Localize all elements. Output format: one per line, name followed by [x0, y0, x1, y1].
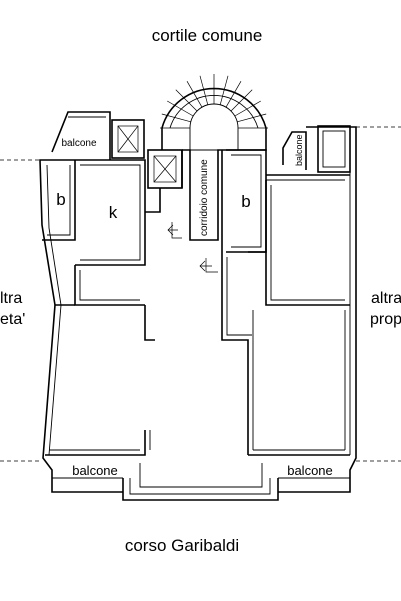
left-property-label-2: eta' [0, 311, 25, 328]
street-label: corso Garibaldi [125, 536, 239, 555]
shaft-center [147, 149, 183, 189]
stair-tread [230, 89, 253, 112]
kitchen-label: k [109, 203, 118, 222]
balcony-bottom-left-label: balcone [72, 463, 118, 478]
right-property-label-1: altra [371, 290, 401, 307]
stair-tread [167, 100, 194, 117]
bathroom-left-label: b [56, 190, 65, 209]
bathroom-right-label: b [241, 192, 250, 211]
stair-tread [199, 75, 209, 105]
stair-tread [237, 113, 267, 123]
stair-tread [186, 81, 203, 108]
corridor-label: corridoio comune [199, 159, 210, 236]
stair-tread [161, 113, 191, 123]
corridor-walls [167, 149, 228, 273]
stair-tread [219, 75, 229, 105]
balcony-top-left [51, 111, 111, 160]
interior-walls [42, 149, 350, 456]
boundary-lines [0, 126, 401, 462]
right-property-label-2: prop [370, 311, 401, 328]
spiral-staircase [160, 74, 268, 151]
courtyard-label: cortile comune [152, 26, 263, 45]
balcony-top-left-label: balcone [61, 138, 96, 149]
stair-tread [225, 81, 242, 108]
balcony-top-right [282, 125, 351, 173]
shaft-left [111, 119, 145, 159]
stair-tread [234, 100, 261, 117]
balcony-top-right-label: balcone [294, 134, 304, 166]
balcony-bottom-right-label: balcone [287, 463, 333, 478]
outer-walls [39, 126, 357, 501]
left-property-label-1: ltra [0, 290, 22, 307]
stair-tread [175, 89, 198, 112]
